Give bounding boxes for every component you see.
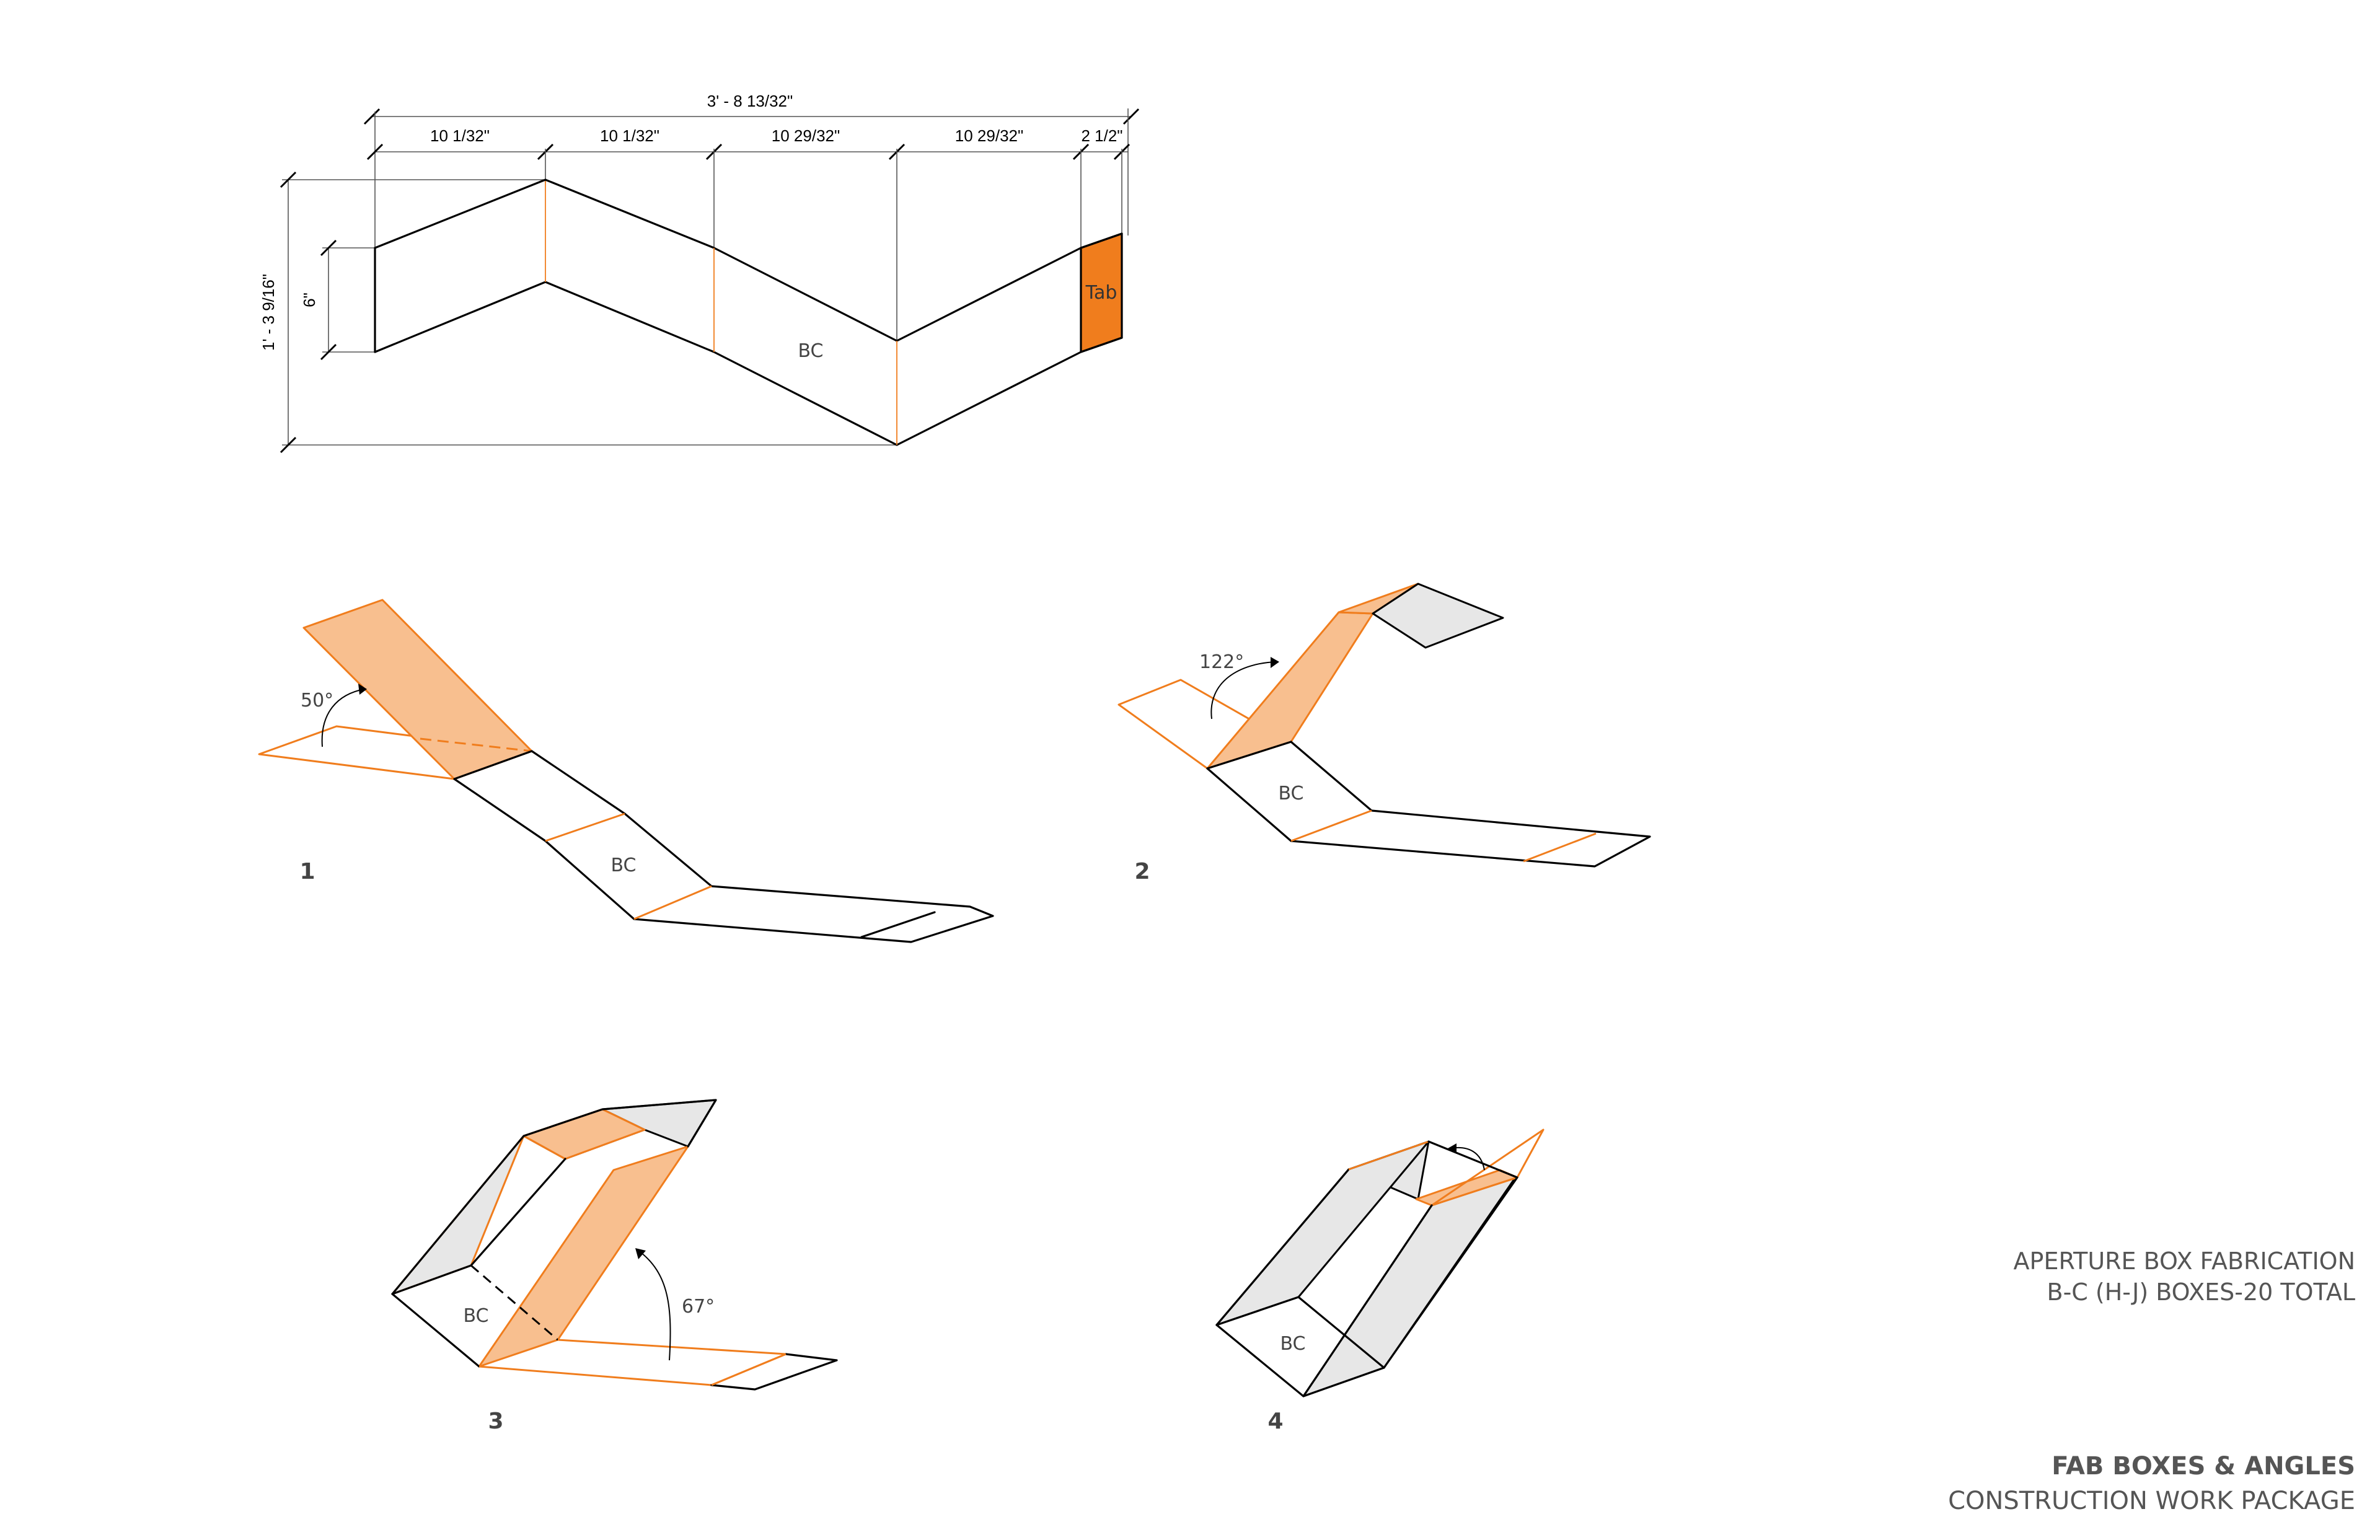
sheet-title-block: FAB BOXES & ANGLES CONSTRUCTION WORK PAC…: [1948, 1449, 2355, 1518]
flat-pattern: 3' - 8 13/32" 10 1/32" 10 1/32" 10 29/32…: [259, 92, 1140, 454]
fold-step-1: 50° BC 1: [258, 599, 994, 943]
overall-height-dimension: 1' - 3 9/16": [259, 171, 897, 454]
sheet-subtitle: CONSTRUCTION WORK PACKAGE: [1948, 1487, 2355, 1515]
tab-label: Tab: [1085, 282, 1117, 304]
step-3-face-label: BC: [463, 1305, 488, 1327]
segment-width-2: 10 1/32": [600, 126, 659, 145]
sheet-title: FAB BOXES & ANGLES: [2052, 1452, 2355, 1481]
project-title-line-1: APERTURE BOX FABRICATION: [2013, 1247, 2355, 1275]
segment-width-5: 2 1/2": [1081, 126, 1122, 145]
segment-width-4: 10 29/32": [955, 126, 1023, 145]
overall-height-label: 1' - 3 9/16": [259, 274, 278, 351]
flat-strip: BC Tab: [374, 178, 1123, 446]
overall-width-label: 3' - 8 13/32": [707, 92, 793, 110]
fold-step-3: 67° BC 3: [391, 1099, 838, 1434]
fold-step-2: 122° BC 2: [1117, 583, 1651, 884]
step-1-number: 1: [299, 859, 315, 884]
panel-height-dimension: 6": [300, 239, 375, 361]
flat-face-label: BC: [798, 340, 823, 362]
step-2-face-label: BC: [1278, 783, 1303, 804]
step-1-face-label: BC: [610, 855, 636, 876]
step-2-number: 2: [1134, 859, 1150, 884]
step-3-number: 3: [488, 1409, 503, 1434]
step-4-face-label: BC: [1280, 1333, 1305, 1355]
project-title-block: APERTURE BOX FABRICATION B-C (H-J) BOXES…: [2014, 1246, 2355, 1308]
panel-height-label: 6": [300, 293, 319, 307]
overall-width-dimension: 3' - 8 13/32": [363, 92, 1140, 251]
fold-step-4: BC 4: [1215, 1129, 1545, 1434]
fold-angle-2: 122°: [1199, 651, 1244, 673]
fold-angle-1: 50°: [301, 690, 333, 711]
segment-dimensions: 10 1/32" 10 1/32" 10 29/32" 10 29/32" 2 …: [366, 126, 1130, 341]
segment-width-3: 10 29/32": [772, 126, 840, 145]
segment-width-1: 10 1/32": [430, 126, 490, 145]
project-title-line-2: B-C (H-J) BOXES-20 TOTAL: [2047, 1278, 2355, 1306]
step-4-number: 4: [1267, 1409, 1283, 1434]
fold-angle-3: 67°: [682, 1296, 715, 1318]
